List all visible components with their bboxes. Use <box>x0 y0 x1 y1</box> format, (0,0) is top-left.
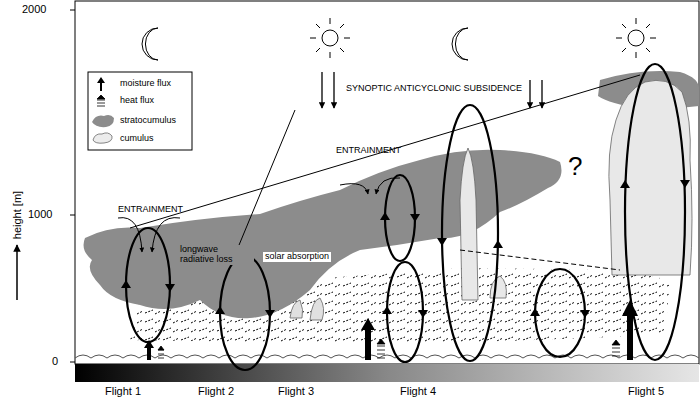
legend-text: stratocumulus <box>120 115 176 125</box>
annotation: SYNOPTIC ANTICYCLONIC SUBSIDENCE <box>346 84 522 94</box>
axis-tick-label: 2000 <box>22 3 46 15</box>
annotation: ENTRAINMENT <box>118 205 183 215</box>
flight-label: Flight 1 <box>105 385 141 397</box>
legend-text: heat flux <box>120 95 154 105</box>
annotation: solar absorption <box>263 252 331 262</box>
legend-text: moisture flux <box>120 78 171 88</box>
flight-label: Flight 2 <box>198 385 234 397</box>
legend-text: cumulus <box>120 133 154 143</box>
axis-tick-label: 0 <box>52 355 58 367</box>
flight-label: Flight 4 <box>400 385 436 397</box>
flight-label: Flight 5 <box>628 385 664 397</box>
axis-title: height [m] <box>11 191 23 239</box>
flight-label: Flight 3 <box>278 385 314 397</box>
annotation: longwave radiative loss <box>178 245 254 265</box>
annotation: ? <box>568 152 582 181</box>
axis-tick-label: 1000 <box>28 208 52 220</box>
annotation: ENTRAINMENT <box>336 146 401 156</box>
